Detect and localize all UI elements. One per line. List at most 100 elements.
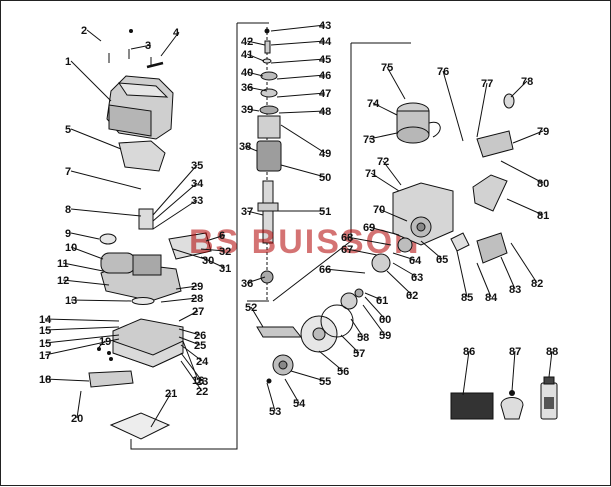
shaft-stack: [256, 27, 282, 301]
leader-line-15: [44, 334, 120, 344]
callout-label-58: 58: [357, 332, 369, 344]
callout-label-66: 66: [319, 264, 331, 276]
callout-label-69: 69: [363, 222, 375, 234]
callout-label-9: 9: [65, 228, 71, 240]
leader-line-80: [500, 160, 544, 184]
leader-line-5: [70, 128, 122, 150]
leader-line-61: [364, 292, 383, 301]
gasket-20: [109, 412, 171, 440]
callout-label-81: 81: [537, 210, 549, 222]
callout-label-16: 16: [192, 375, 204, 387]
callout-label-76: 76: [437, 66, 449, 78]
callout-label-25: 25: [194, 340, 206, 352]
callout-label-56: 56: [337, 366, 349, 378]
leader-line-9: [70, 232, 100, 240]
callout-label-19: 19: [99, 336, 111, 348]
callout-label-71: 71: [365, 168, 377, 180]
group-connector-lines: [130, 22, 411, 450]
callout-label-40: 40: [241, 67, 253, 79]
accessory-86-pad: [450, 392, 494, 420]
callout-label-77: 77: [481, 78, 493, 90]
leader-line-57: [340, 334, 360, 354]
callout-label-28: 28: [191, 293, 203, 305]
leader-line-58: [350, 318, 364, 338]
leader-line-11: [62, 262, 104, 272]
callout-label-17: 17: [39, 350, 51, 362]
callout-label-36: 36: [241, 82, 253, 94]
leader-line-6: [205, 234, 226, 242]
callout-label-85: 85: [461, 292, 473, 304]
cover-81: [472, 174, 508, 212]
callout-label-46: 46: [319, 70, 331, 82]
leader-line-17: [44, 338, 120, 356]
callout-label-1: 1: [65, 56, 71, 68]
callout-label-52: 52: [245, 302, 257, 314]
leader-line-68: [346, 236, 392, 246]
callout-label-11: 11: [57, 258, 69, 270]
leader-line-32: [200, 248, 226, 252]
leader-line-41: [246, 53, 265, 62]
leader-line-87: [511, 350, 516, 392]
callout-label-53: 53: [269, 406, 281, 418]
callout-label-20: 20: [71, 413, 83, 425]
bracket-5: [118, 140, 166, 172]
leader-line-82: [510, 242, 538, 284]
leader-line-39: [246, 108, 260, 112]
bolt-4: [146, 61, 164, 69]
callout-label-6: 6: [219, 230, 225, 242]
callout-label-27: 27: [192, 306, 204, 318]
gear-wheels: [340, 237, 413, 310]
leader-line-49: [280, 124, 326, 154]
callout-label-43: 43: [319, 20, 331, 32]
leader-line-53: [266, 382, 276, 412]
leader-line-29: [175, 285, 198, 290]
leader-line-76: [442, 70, 464, 142]
callout-label-44: 44: [319, 36, 332, 48]
leader-line-66: [324, 268, 366, 274]
callout-label-39: 39: [241, 104, 253, 116]
leader-line-21: [150, 392, 172, 428]
leader-line-70: [378, 208, 408, 222]
leader-line-27: [178, 310, 199, 322]
leader-line-77: [476, 82, 488, 138]
leader-line-34: [152, 182, 198, 222]
leader-line-55: [290, 370, 326, 382]
callout-label-74: 74: [367, 98, 380, 110]
leader-line-65: [420, 240, 443, 260]
callout-label-24: 24: [196, 356, 209, 368]
callout-label-7: 7: [65, 166, 71, 178]
leader-line-19: [98, 340, 106, 348]
callout-label-30: 30: [202, 255, 214, 267]
leader-line-1: [70, 60, 112, 102]
callout-label-72: 72: [377, 156, 389, 168]
leader-line-83: [500, 256, 516, 290]
base-plate: [112, 318, 184, 368]
leader-line-2: [86, 29, 102, 42]
leader-line-36: [246, 86, 268, 92]
callout-label-12: 12: [57, 275, 69, 287]
callout-label-15: 15: [39, 325, 51, 337]
accessory-88-bottle: [540, 376, 558, 420]
leader-line-52: [250, 306, 264, 328]
pinion-54-55: [256, 326, 303, 384]
callout-label-54: 54: [293, 398, 306, 410]
callout-label-34: 34: [191, 178, 204, 190]
leader-line-8: [70, 208, 142, 217]
callout-label-3: 3: [145, 40, 151, 52]
leader-line-47: [276, 92, 326, 98]
screws-2-3: [108, 29, 152, 67]
leader-line-54: [284, 378, 300, 404]
callout-label-15: 15: [39, 338, 51, 350]
callout-label-79: 79: [537, 126, 549, 138]
callout-label-67: 67: [341, 244, 353, 256]
callout-label-38: 38: [239, 141, 251, 153]
callout-label-26: 26: [194, 330, 206, 342]
leader-line-23: [180, 352, 203, 382]
leader-line-30: [172, 248, 209, 261]
leader-line-7: [70, 170, 142, 190]
callout-label-33: 33: [191, 195, 203, 207]
callout-label-21: 21: [165, 388, 177, 400]
callout-label-37: 37: [241, 206, 253, 218]
